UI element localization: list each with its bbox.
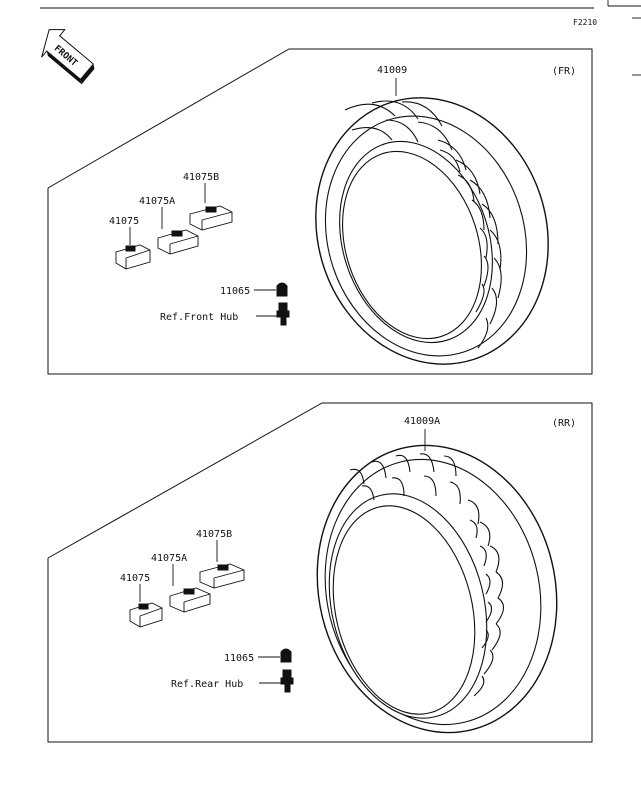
front-tire-part: 41009 [377, 65, 407, 76]
rear-hub-ref: Ref.Rear Hub [171, 679, 243, 690]
rear-valve-stem-icon [280, 669, 294, 693]
diagram-code: F2210 [573, 18, 597, 27]
rear-tire-part: 41009A [404, 416, 440, 427]
front-valve-stem-icon [276, 302, 290, 326]
front-weight-b-label: 41075B [183, 172, 219, 183]
front-arrow-icon: FRONT [41, 29, 95, 85]
rear-valve-cap-icon [280, 648, 292, 663]
front-weight-a-label: 41075A [139, 196, 175, 207]
front-valve-part: 11065 [220, 286, 250, 297]
rear-weight-a-icon [169, 587, 211, 613]
front-tire [315, 97, 549, 365]
rear-weight-b-label: 41075B [196, 529, 232, 540]
front-position-label: (FR) [552, 66, 576, 77]
rear-weight-label: 41075 [120, 573, 150, 584]
rear-weight-icon [129, 602, 163, 628]
front-weight-icon [115, 244, 151, 270]
rear-valve-part: 11065 [224, 653, 254, 664]
rear-section-frame [47, 402, 593, 743]
front-weight-a-icon [157, 229, 199, 255]
rear-weight-b-icon [199, 563, 245, 589]
rear-weight-a-label: 41075A [151, 553, 187, 564]
front-weight-b-icon [189, 205, 233, 231]
front-valve-cap-icon [276, 282, 288, 297]
front-hub-ref: Ref.Front Hub [160, 312, 238, 323]
rear-position-label: (RR) [552, 418, 576, 429]
front-weight-label: 41075 [109, 216, 139, 227]
front-section-frame [47, 48, 593, 375]
rear-tire [316, 444, 558, 734]
